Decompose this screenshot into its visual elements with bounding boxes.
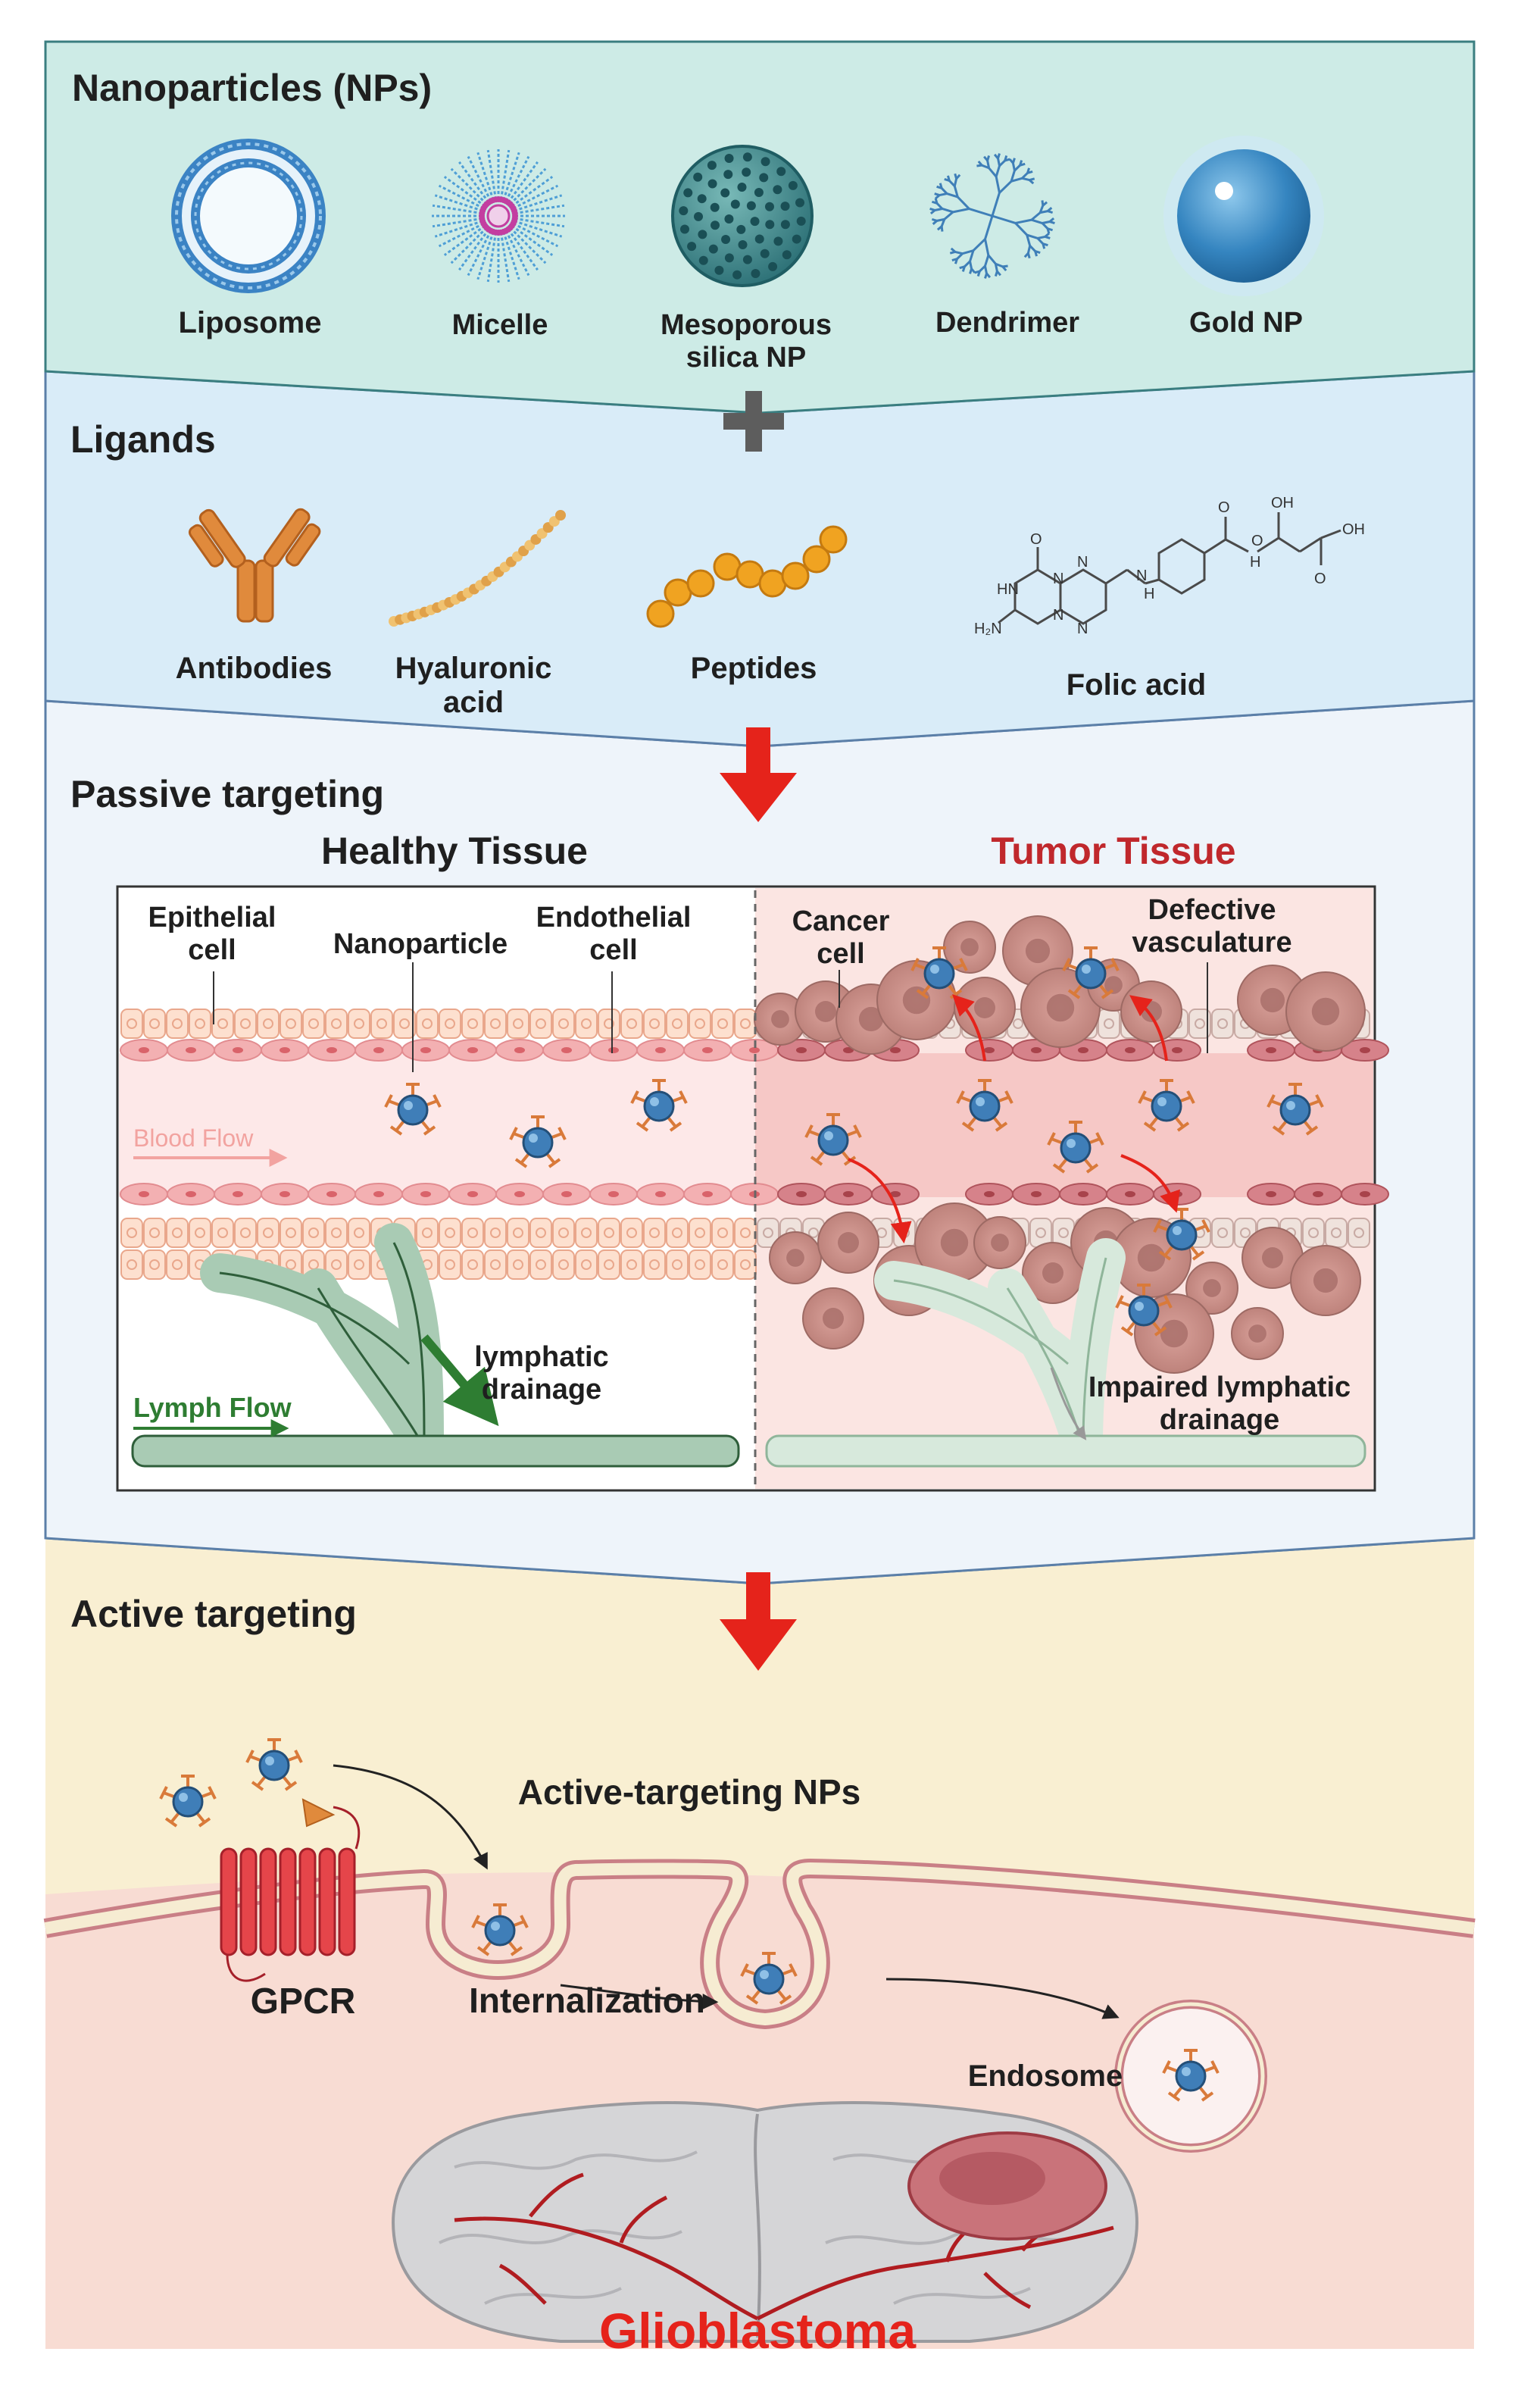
impaired-lymphatic-drainage-label: Impaired lymphatic drainage [1088,1371,1351,1436]
cancer-cell-cluster [754,915,1366,1374]
down-arrow-icon-2 [720,1572,797,1671]
svg-text:OH: OH [1342,521,1365,538]
cancer-cell-label: Cancer cell [792,905,890,970]
lymphatic-drainage-arrow [420,1334,499,1427]
nanoparticle-label: Nanoparticle [333,928,508,960]
svg-text:N: N [1136,568,1147,584]
lymphatic-drainage-label: lymphatic drainage [474,1341,609,1406]
peptides-icon [646,525,848,628]
hyaluronic-acid-icon [389,510,566,627]
svg-text:O: O [1030,531,1042,548]
hyaluronic-acid-label: Hyaluronic acid [395,652,552,719]
defective-vasculature-label: Defective vasculature [1132,894,1292,959]
gold-np-icon [1163,136,1324,296]
svg-text:N: N [1053,607,1063,624]
glioblastoma-label: Glioblastoma [598,2303,917,2359]
gpcr-icon [220,1798,361,1982]
active-targeting-nps-label: Active-targeting NPs [517,1772,861,1812]
pathway-arrows [333,1764,1120,2019]
internalization-label: Internalization [469,1981,705,2020]
endosome-label: Endosome [967,2059,1123,2093]
tumor-lymphatic-vessel [765,1238,1366,1468]
folic-acid-atom-labels: O HN H₂N N N N N H N H O OH O O OH [974,495,1365,637]
svg-text:OH: OH [1271,495,1294,511]
healthy-tissue-title: Healthy Tissue [320,830,588,872]
epithelial-cell-label: Epithelial cell [148,902,276,966]
endothelial-cell-layers [120,1039,1389,1206]
antibody-icon [188,508,321,623]
plus-icon [723,391,784,452]
svg-text:N: N [1077,621,1088,637]
micelle-label: Micelle [451,309,548,341]
svg-text:O: O [1218,499,1230,516]
mesoporous-silica-np-label: Mesoporous silica NP [661,309,832,374]
dendrimer-icon [929,153,1055,279]
endothelial-cell-label: Endothelial cell [536,902,692,966]
svg-text:N: N [1077,554,1088,571]
svg-text:N: N [1053,571,1063,587]
cell-membrane [43,1859,1476,2029]
svg-text:O: O [1314,571,1326,587]
nanoparticles-title: Nanoparticles (NPs) [72,67,433,109]
passive-targeting-title: Passive targeting [70,773,385,815]
folic-acid-label: Folic acid [1066,668,1207,702]
dendrimer-label: Dendrimer [935,307,1080,339]
brain-illustration [392,2100,1138,2343]
svg-text:HN: HN [997,581,1019,598]
down-arrow-icon [720,727,797,822]
micelle-icon [432,149,565,283]
extravasation-arrows [848,994,1180,1244]
impaired-drainage-arrow [1050,1367,1087,1440]
mesoporous-silica-np-icon [671,145,814,287]
svg-text:H: H [1250,554,1260,571]
gpcr-label: GPCR [250,1981,356,2022]
healthy-lymphatic-vessel [131,1223,740,1468]
svg-text:O: O [1251,533,1263,549]
lymph-flow-label: Lymph Flow [133,1392,292,1423]
active-targeting-title: Active targeting [70,1593,357,1635]
peptides-label: Peptides [690,652,817,685]
liposome-label: Liposome [178,306,322,339]
ligands-title: Ligands [70,418,216,461]
gold-np-label: Gold NP [1189,307,1303,339]
antibodies-label: Antibodies [175,652,333,685]
svg-text:H₂N: H₂N [974,621,1002,637]
tumor-tissue-title: Tumor Tissue [991,830,1236,872]
svg-text:H: H [1144,586,1154,602]
blood-flow-label: Blood Flow [133,1124,254,1152]
label-leader-lines [213,962,1208,1072]
folic-acid-structure [998,512,1341,625]
liposome-icon [171,139,326,293]
